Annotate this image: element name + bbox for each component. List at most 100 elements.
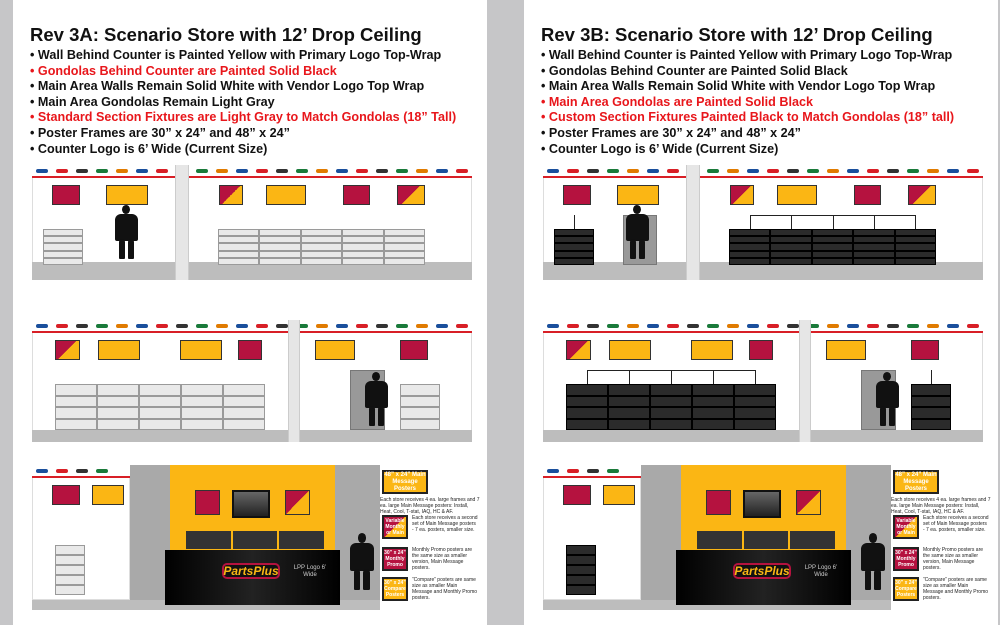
gondola-shelf	[185, 530, 232, 550]
gondola-shelf	[770, 250, 812, 258]
poster	[343, 185, 370, 205]
wall-column	[175, 165, 189, 280]
person-leg-icon	[377, 406, 384, 426]
gondola-sign-bar	[587, 370, 755, 371]
gondola-shelf	[43, 243, 83, 251]
poster	[238, 340, 262, 360]
vendor-logo-icon	[567, 169, 579, 173]
vendor-logo-icon	[396, 324, 408, 328]
gondola-shelf	[383, 236, 425, 244]
vendor-logo-icon	[787, 324, 799, 328]
vendor-logo-strip	[32, 165, 472, 178]
person-silhouette-icon	[365, 381, 388, 408]
panel-rev-3b: Rev 3B: Scenario Store with 12’ Drop Cei…	[511, 0, 998, 625]
poster	[195, 490, 220, 515]
gondola-shelf	[97, 395, 139, 407]
gondola-shelf	[554, 250, 594, 258]
person-head-icon	[372, 372, 381, 381]
gondola-shelf	[894, 257, 936, 265]
person-silhouette-icon	[350, 542, 374, 571]
gondola-shelf	[811, 250, 854, 258]
vendor-logo-icon	[216, 169, 228, 173]
floor	[543, 600, 891, 610]
bullet-item: • Wall Behind Counter is Painted Yellow …	[541, 48, 953, 62]
legend-description: Each store receives a second set of Main…	[923, 515, 989, 533]
gondola-shelf	[734, 407, 776, 419]
legend-swatch: 30” x 24” Compare Posters	[893, 577, 919, 601]
bullet-item: • Main Area Gondolas are Painted Solid B…	[541, 94, 813, 109]
gondola-shelf	[811, 236, 854, 244]
gondola-shelf	[55, 384, 97, 396]
gondola-shelf	[400, 395, 440, 407]
gondola-shelf	[55, 575, 85, 585]
vendor-logo-icon	[867, 169, 879, 173]
vendor-logo-icon	[336, 324, 348, 328]
poster	[52, 185, 80, 205]
legend-swatch: 30” x 24” Monthly Promo	[382, 547, 408, 571]
gondola-sign-post	[915, 215, 917, 229]
poster	[706, 490, 731, 515]
poster	[908, 185, 936, 205]
vendor-logo-icon	[56, 469, 68, 473]
gondola-shelf	[894, 236, 936, 244]
person-leg-icon	[864, 569, 872, 590]
panel-title: Rev 3B: Scenario Store with 12’ Drop Cei…	[541, 24, 933, 45]
person-silhouette-icon	[115, 214, 138, 241]
vendor-logo-icon	[156, 169, 168, 173]
gondola-shelf	[223, 395, 265, 407]
vendor-logo-icon	[707, 169, 719, 173]
poster	[98, 340, 140, 360]
vendor-logo-icon	[807, 324, 819, 328]
gondola-shelf	[729, 250, 771, 258]
gondola-shelf	[383, 243, 425, 251]
poster	[563, 185, 591, 205]
gondola-sign-post	[713, 370, 714, 384]
vendor-logo-icon	[767, 169, 779, 173]
gondola-shelf	[811, 257, 854, 265]
vendor-logo-icon	[76, 469, 88, 473]
gondola-shelf	[342, 243, 384, 251]
vendor-logo-icon	[96, 169, 108, 173]
gondola-shelf	[43, 250, 83, 258]
vendor-logo-icon	[96, 469, 108, 473]
floor	[32, 600, 380, 610]
floor	[543, 430, 983, 442]
poster	[826, 340, 866, 360]
legend-swatch: Variable Monthly or Main	[382, 515, 408, 539]
vendor-logo-icon	[627, 324, 639, 328]
vendor-logo-icon	[967, 169, 979, 173]
vendor-logo-icon	[316, 324, 328, 328]
gondola-shelf	[55, 565, 85, 575]
vendor-logo-strip	[543, 320, 983, 333]
gondola-shelf	[742, 530, 790, 550]
bullet-list: • Wall Behind Counter is Painted Yellow …	[30, 48, 456, 157]
vendor-logo-icon	[907, 324, 919, 328]
bullet-item: • Main Area Walls Remain Solid White wit…	[30, 79, 425, 94]
gondola-shelf	[566, 395, 608, 407]
gondola-shelf	[300, 250, 343, 258]
gondola-shelf	[97, 418, 139, 430]
gondola-shelf	[97, 384, 139, 396]
gondola-shelf	[770, 257, 812, 265]
gondola-shelf	[853, 229, 895, 237]
legend-description: Each store receives a second set of Main…	[412, 515, 478, 533]
gondola-shelf	[566, 585, 596, 595]
gondola-shelf	[383, 257, 425, 265]
gondola-shelf	[554, 257, 594, 265]
bullet-item: • Standard Section Fixtures are Light Gr…	[30, 110, 457, 125]
vendor-logo-icon	[927, 169, 939, 173]
bullet-item: • Counter Logo is 6’ Wide (Current Size)	[30, 141, 268, 156]
gondola-shelf	[181, 418, 223, 430]
gondola-shelf	[770, 229, 812, 237]
poster	[749, 340, 773, 360]
vendor-logo-icon	[947, 169, 959, 173]
vendor-logo-icon	[707, 324, 719, 328]
gondola-shelf	[300, 236, 343, 244]
gondola-shelf	[729, 236, 771, 244]
vendor-logo-icon	[256, 169, 268, 173]
person-leg-icon	[368, 406, 375, 426]
gondola-shelf	[566, 565, 596, 575]
poster	[854, 185, 881, 205]
poster	[563, 485, 591, 505]
gondola-shelf	[223, 384, 265, 396]
